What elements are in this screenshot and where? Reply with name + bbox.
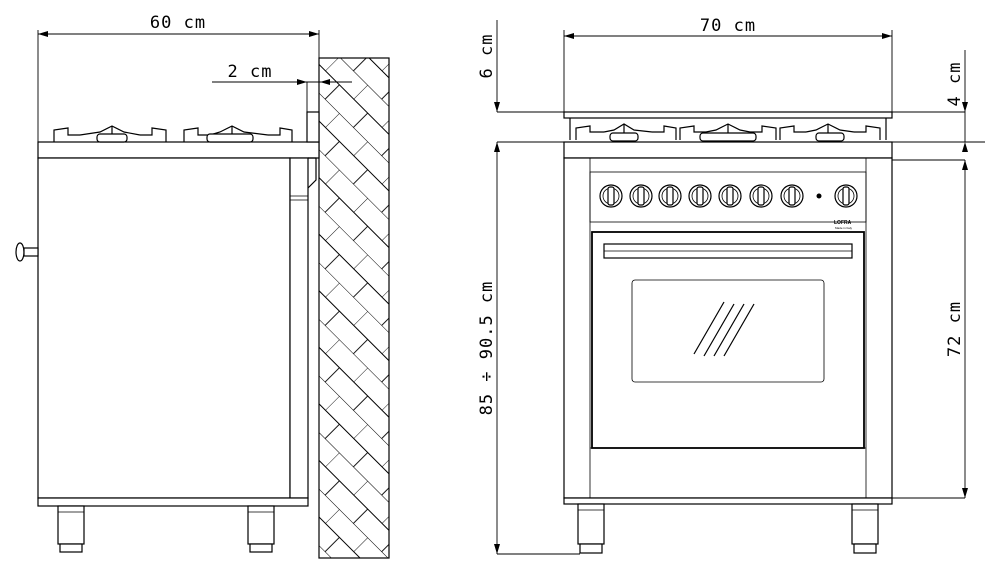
knob-row xyxy=(599,184,858,208)
front-view: 70 cm 6 cm 85 ÷ 90.5 cm 4 cm xyxy=(477,16,985,555)
side-depth-dimension: 60 cm xyxy=(37,13,320,142)
brand-logo: LOFRA xyxy=(834,220,852,226)
front-feet xyxy=(577,503,879,554)
front-body-height-dimension: 72 cm xyxy=(892,159,968,499)
oven-door xyxy=(591,231,865,449)
side-feet xyxy=(57,505,275,553)
side-door-handle xyxy=(15,242,39,262)
knob xyxy=(718,184,742,208)
brand-tagline: Made in Italy xyxy=(835,226,853,230)
front-width-dimension: 70 cm xyxy=(563,16,893,112)
front-height-range-label: 85 ÷ 90.5 cm xyxy=(477,281,497,416)
front-width-label: 70 cm xyxy=(700,16,756,36)
knob xyxy=(629,184,653,208)
glass-reflection xyxy=(693,301,755,357)
control-panel: LOFRA Made in Italy xyxy=(589,171,867,230)
knob xyxy=(780,184,804,208)
front-height-range-dimension: 85 ÷ 90.5 cm xyxy=(477,141,580,555)
front-top-height-dimension: 6 cm xyxy=(477,20,564,113)
knob xyxy=(658,184,682,208)
front-hob xyxy=(563,111,893,159)
knob xyxy=(834,184,858,208)
side-body xyxy=(37,157,317,507)
side-hob xyxy=(37,111,320,159)
knob xyxy=(688,184,712,208)
front-hob-height-label: 4 cm xyxy=(945,62,965,107)
indicator-light xyxy=(816,193,822,199)
side-depth-label: 60 cm xyxy=(150,13,206,33)
front-body-height-label: 72 cm xyxy=(945,301,965,357)
knob xyxy=(599,184,623,208)
side-gap-label: 2 cm xyxy=(228,62,273,82)
knob xyxy=(749,184,773,208)
side-view: 60 cm 2 cm xyxy=(15,13,390,559)
front-top-height-label: 6 cm xyxy=(477,34,497,79)
wall xyxy=(318,57,390,559)
front-hob-height-dimension: 4 cm xyxy=(892,50,985,152)
front-body xyxy=(563,157,893,505)
